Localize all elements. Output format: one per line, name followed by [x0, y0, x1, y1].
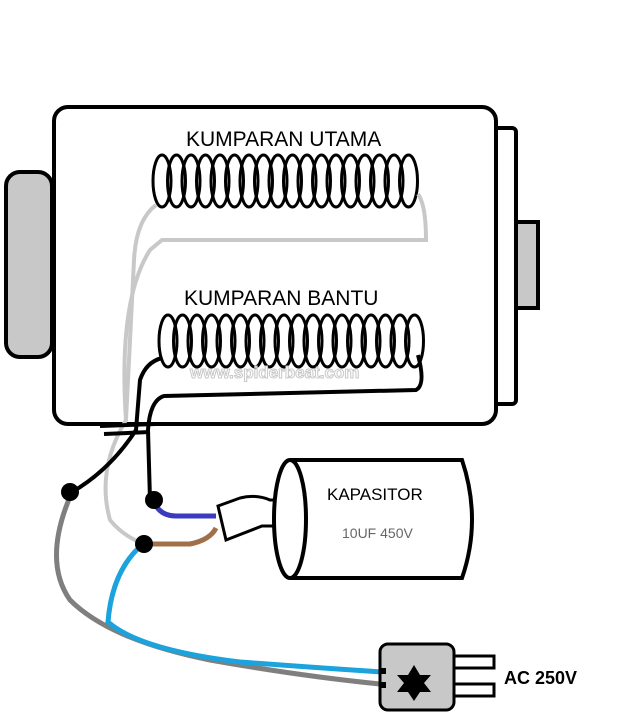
- wire-brown: [146, 526, 219, 547]
- plug-icon: [378, 642, 496, 712]
- watermark: www.spiderbeat.com: [189, 363, 359, 382]
- coil-loop: [288, 313, 309, 369]
- coil-loop: [157, 313, 179, 369]
- coil-loop: [215, 313, 237, 369]
- coil-loop: [230, 313, 251, 369]
- junction-lower: [135, 535, 153, 553]
- coil-loop: [369, 153, 390, 209]
- wire-blue: [151, 500, 216, 519]
- junction-left: [61, 483, 79, 501]
- coil-loop: [325, 153, 347, 209]
- main-winding-label: KUMPARAN UTAMA: [186, 128, 381, 151]
- coil-loop: [282, 153, 303, 209]
- plug-prong-top: [452, 654, 496, 670]
- motor-right-shaft: [514, 220, 540, 310]
- coil-loop: [346, 313, 367, 369]
- coil-loop: [209, 153, 231, 209]
- coil-loop: [354, 153, 376, 209]
- coil-loop: [151, 153, 173, 209]
- capacitor-body: [290, 458, 474, 580]
- coil-loop: [340, 153, 361, 209]
- coil-loop: [224, 153, 245, 209]
- coil-loop: [195, 153, 216, 209]
- coil-loop: [398, 153, 419, 209]
- coil-loop: [383, 153, 405, 209]
- plug-contact-top: [380, 668, 386, 674]
- motor-left-shaft: [4, 170, 54, 359]
- coil-loop: [166, 153, 187, 209]
- wire-black-aux-left: [70, 356, 163, 494]
- coil-loop: [259, 313, 280, 369]
- coil-loop: [302, 313, 324, 369]
- star-icon: [397, 665, 431, 701]
- coil-loop: [180, 153, 202, 209]
- coil-loop: [238, 153, 260, 209]
- coil-loop: [331, 313, 353, 369]
- wire-lightgray-main-left: [124, 203, 158, 421]
- main-winding-coil: [151, 153, 419, 209]
- coil-loop: [296, 153, 318, 209]
- wire-cyan: [105, 542, 383, 675]
- supply-label: AC 250V: [504, 668, 577, 688]
- aux-winding-coil: [157, 313, 425, 369]
- capacitor-rating: 10UF 450V: [342, 525, 413, 541]
- plug-contact-bottom: [380, 682, 386, 688]
- wire-lightgray-main: [103, 192, 429, 546]
- wire-grommet: [99, 422, 157, 436]
- coil-loop: [317, 313, 338, 369]
- coil-loop: [267, 153, 289, 209]
- capacitor-end: [272, 458, 308, 580]
- aux-winding-label: KUMPARAN BANTU: [184, 287, 378, 310]
- coil-loop: [273, 313, 295, 369]
- junction-terminal: [145, 491, 163, 509]
- capacitor-title: KAPASITOR: [327, 485, 423, 504]
- coil-loop: [172, 313, 193, 369]
- plug-prong-bottom: [452, 682, 496, 698]
- coil-loop: [253, 153, 274, 209]
- coil-loop: [201, 313, 222, 369]
- coil-loop: [186, 313, 208, 369]
- coil-loop: [404, 313, 425, 369]
- wire-black-aux: [145, 354, 424, 501]
- coil-loop: [311, 153, 332, 209]
- coil-loop: [389, 313, 411, 369]
- coil-loop: [244, 313, 266, 369]
- coil-loop: [360, 313, 382, 369]
- coil-loop: [375, 313, 396, 369]
